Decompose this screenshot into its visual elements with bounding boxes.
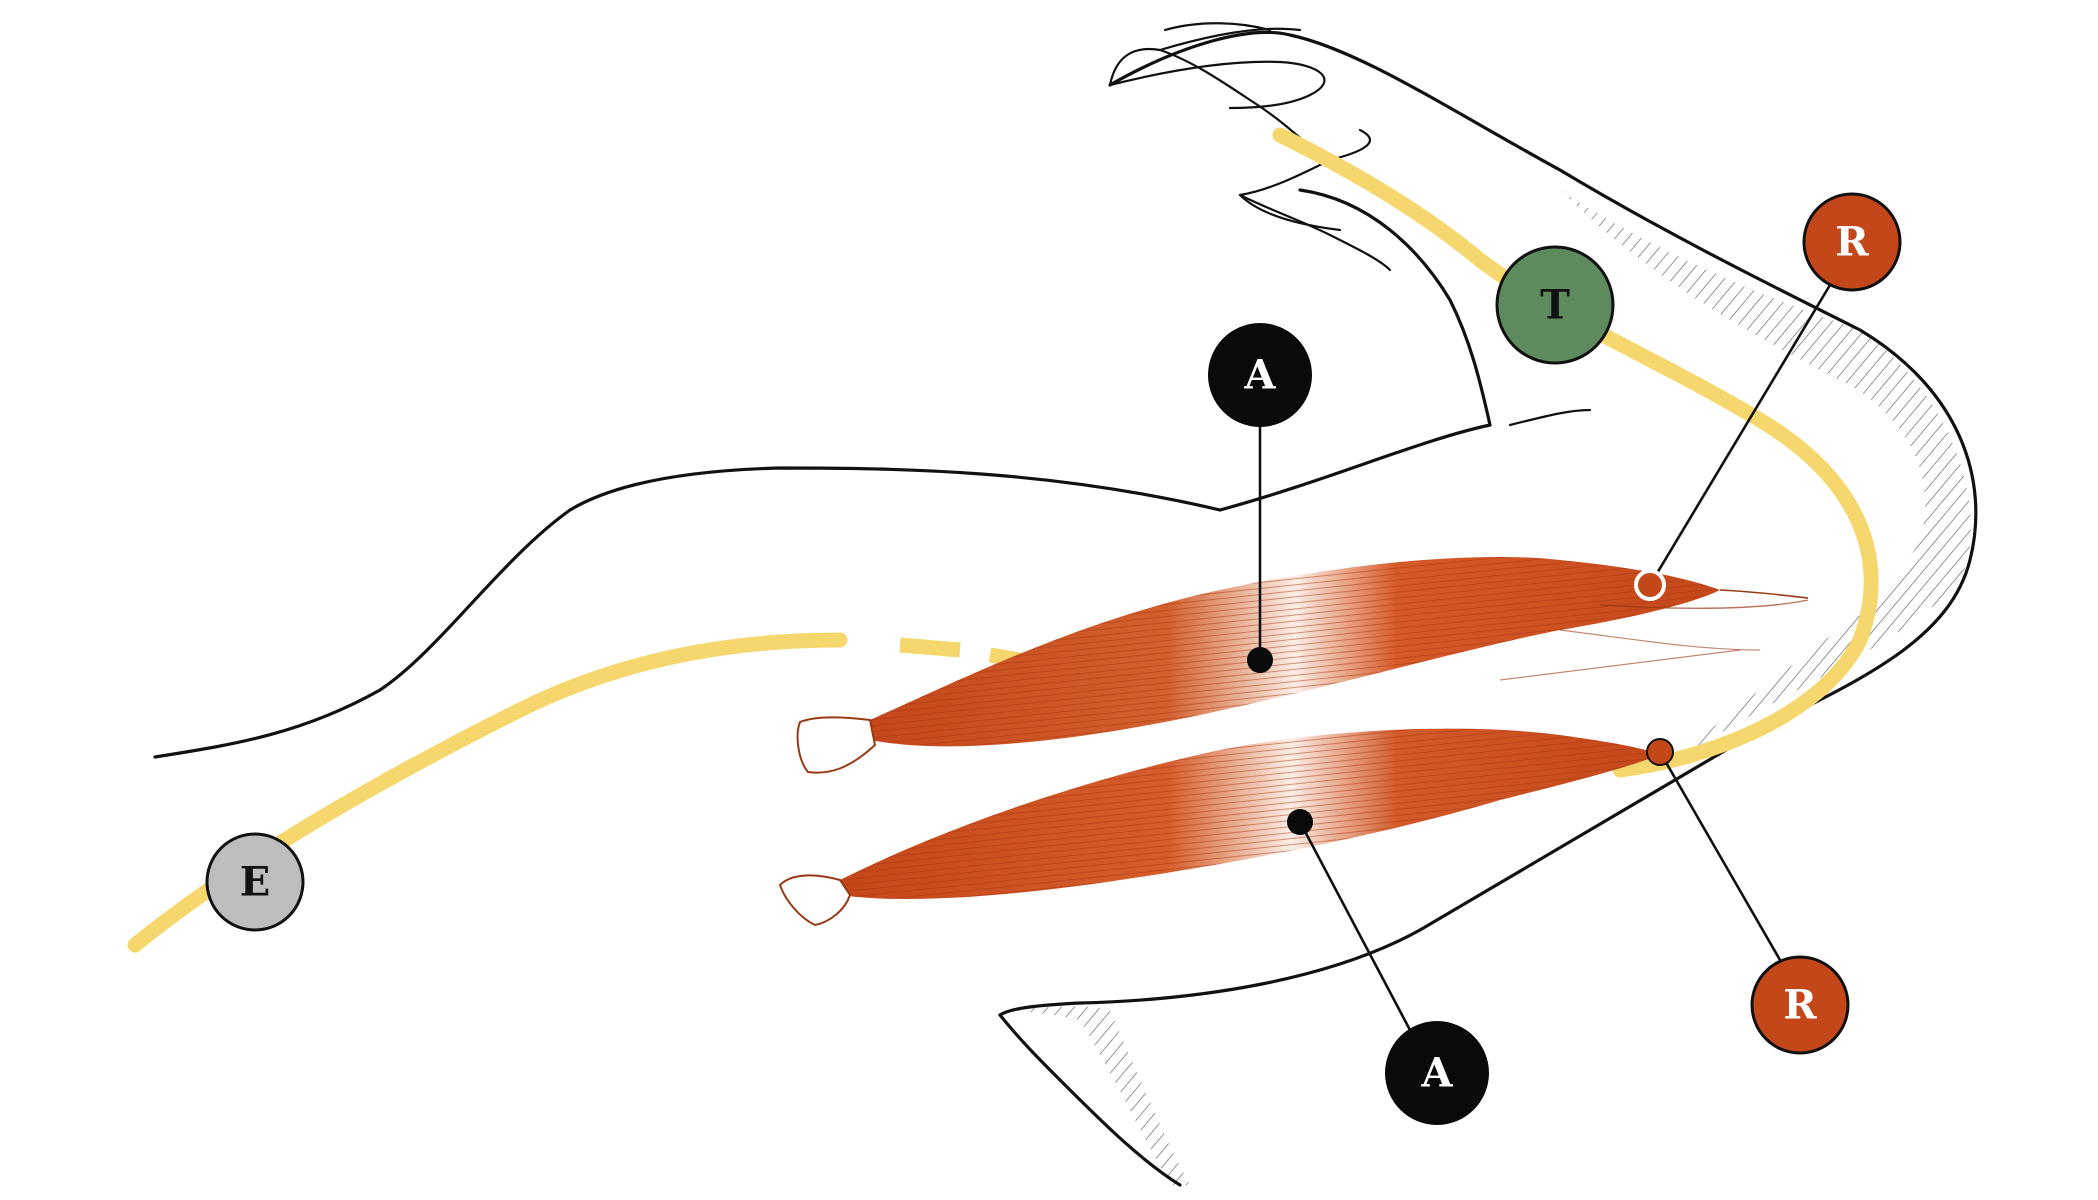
badge-triceps: T bbox=[1495, 245, 1615, 365]
muscle-lower bbox=[778, 649, 1741, 927]
badge-radial-upper: R bbox=[1802, 192, 1902, 292]
anchor-dot-agonist-lower bbox=[1287, 809, 1313, 835]
muscle-upper bbox=[796, 556, 1809, 774]
badge-extensor: E bbox=[205, 832, 305, 932]
badge-triceps-label: T bbox=[1540, 282, 1570, 329]
badge-agonist-lower: A bbox=[1385, 1021, 1489, 1125]
leader-lines bbox=[1258, 284, 1832, 1031]
anchor-dot-agonist-upper bbox=[1247, 647, 1273, 673]
badge-agonist-upper-label: A bbox=[1243, 352, 1276, 399]
badge-radial-upper-label: R bbox=[1835, 219, 1869, 266]
anchor-dot-radial-upper bbox=[1634, 569, 1666, 601]
badge-radial-lower-label: R bbox=[1783, 982, 1817, 1029]
badge-agonist-upper: A bbox=[1208, 323, 1312, 427]
anchor-dot-radial-lower bbox=[1646, 738, 1674, 766]
badge-agonist-lower-label: A bbox=[1420, 1050, 1453, 1097]
anchor-dots bbox=[1247, 569, 1674, 835]
badge-radial-lower: R bbox=[1750, 955, 1850, 1055]
badge-extensor-label: E bbox=[240, 859, 271, 906]
